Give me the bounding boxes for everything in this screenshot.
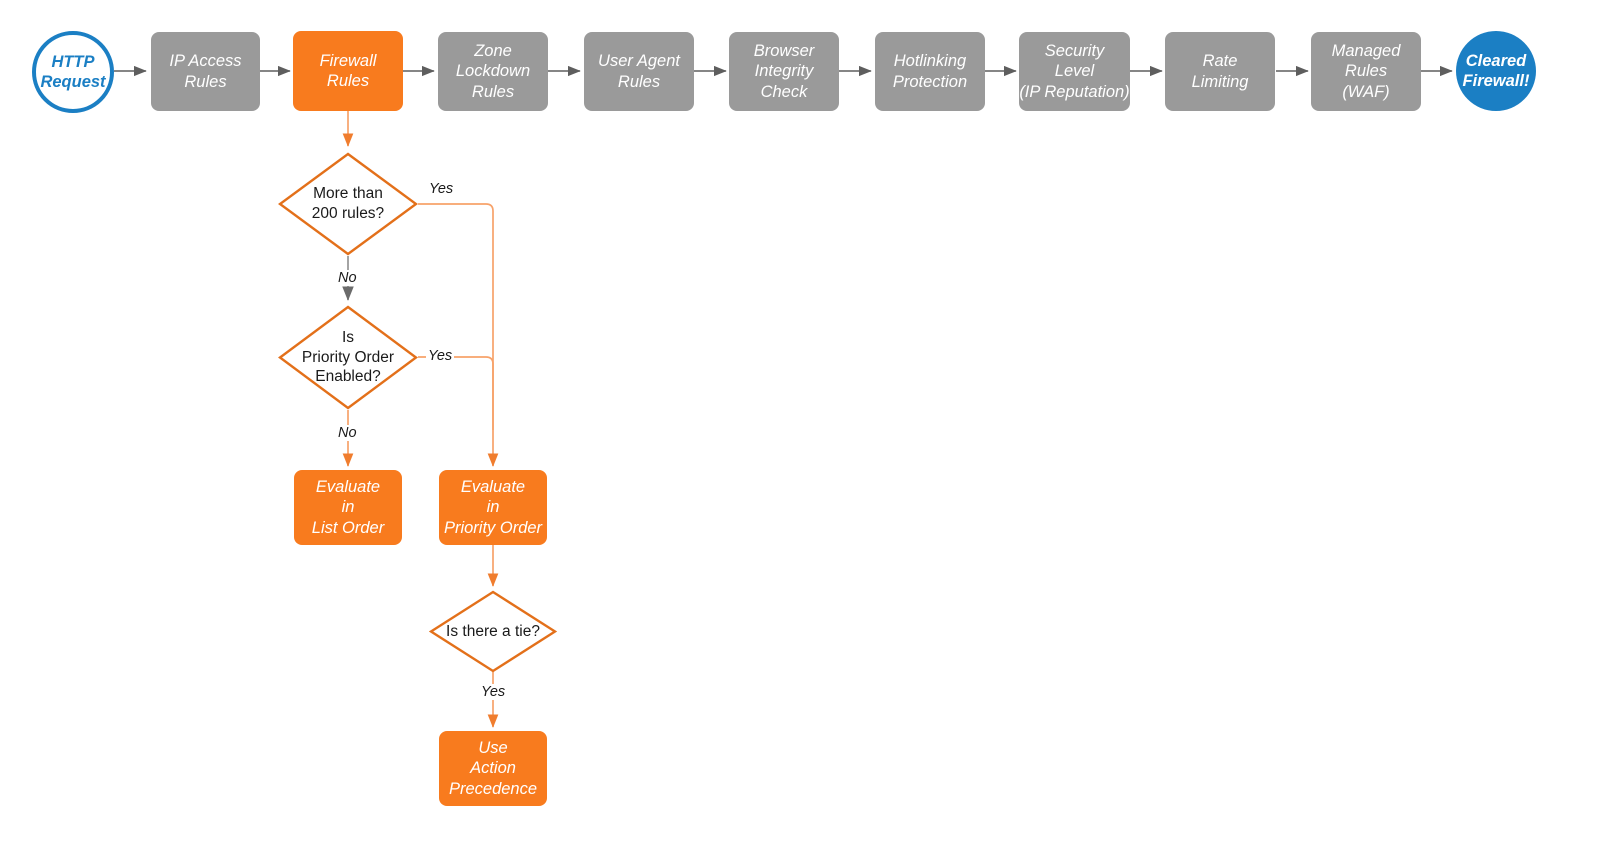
- edge-label-more-rules-no: No: [336, 270, 359, 286]
- edge-label-more-rules-yes: Yes: [427, 181, 456, 197]
- diamond-shape-more-rules: [278, 152, 418, 256]
- diamond-shape-tie: [429, 590, 557, 673]
- decision-label-more-rules: More than 200 rules?: [311, 185, 385, 222]
- edge-priority-yes: [418, 356, 494, 430]
- edge-label-tie-yes: Yes: [479, 684, 508, 700]
- decision-is-there-a-tie[interactable]: Is there a tie?: [429, 590, 557, 673]
- node-browser-integrity-check[interactable]: Browser Integrity Check: [729, 32, 839, 111]
- node-security-level[interactable]: Security Level (IP Reputation): [1019, 32, 1130, 111]
- node-evaluate-in-list-order[interactable]: Evaluate in List Order: [294, 470, 402, 545]
- node-user-agent-rules[interactable]: User Agent Rules: [584, 32, 694, 111]
- node-http-request[interactable]: HTTP Request: [32, 31, 114, 113]
- node-hotlinking-protection[interactable]: Hotlinking Protection: [875, 32, 985, 111]
- decision-more-than-200-rules[interactable]: More than 200 rules?: [278, 152, 418, 256]
- diamond-shape-priority-order: [278, 305, 418, 410]
- decision-label-tie: Is there a tie?: [446, 622, 540, 640]
- edge-more-rules-yes: [418, 203, 499, 467]
- node-rate-limiting[interactable]: Rate Limiting: [1165, 32, 1275, 111]
- decision-is-priority-order-enabled[interactable]: Is Priority Order Enabled?: [278, 305, 418, 410]
- node-evaluate-in-priority-order[interactable]: Evaluate in Priority Order: [439, 470, 547, 545]
- decision-label-priority-order: Is Priority Order Enabled?: [301, 329, 395, 386]
- edge-label-priority-no: No: [336, 425, 359, 441]
- node-ip-access-rules[interactable]: IP Access Rules: [151, 32, 260, 111]
- node-zone-lockdown-rules[interactable]: Zone Lockdown Rules: [438, 32, 548, 111]
- node-managed-rules-waf[interactable]: Managed Rules (WAF): [1311, 32, 1421, 111]
- node-firewall-rules[interactable]: Firewall Rules: [293, 31, 403, 111]
- edge-label-priority-yes: Yes: [426, 348, 455, 364]
- node-cleared-firewall[interactable]: Cleared Firewall!: [1456, 31, 1536, 111]
- node-use-action-precedence[interactable]: Use Action Precedence: [439, 731, 547, 806]
